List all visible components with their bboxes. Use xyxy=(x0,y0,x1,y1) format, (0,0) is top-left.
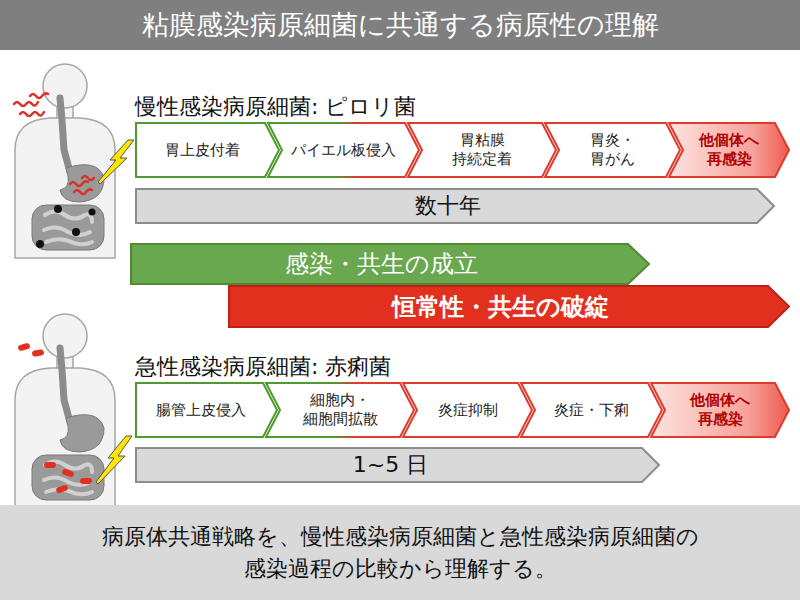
chevron-path xyxy=(136,189,774,223)
timeline-arrow: 感染・共生の成立 xyxy=(130,243,650,285)
process-chevron: 他個体へ 再感染 xyxy=(668,122,790,178)
step-text: パイエル板侵入 xyxy=(291,141,396,160)
caption-text: 病原体共通戦略を、慢性感染病原細菌と急性感染病原細菌の 感染過程の比較から理解す… xyxy=(20,521,780,585)
process-chevron: 細胞内・ 細胞間拡散 xyxy=(265,382,415,438)
step-text: 炎症抑制 xyxy=(438,401,498,420)
chronic-figure xyxy=(14,64,134,258)
step-text: 胃上皮付着 xyxy=(165,141,240,160)
process-chevron: パイエル板侵入 xyxy=(267,122,420,178)
chevron-path xyxy=(403,383,532,437)
process-chevron: 腸管上皮侵入 xyxy=(135,382,278,438)
chevron-path xyxy=(521,383,662,437)
timeline-arrow: 恒常性・共生の破綻 xyxy=(228,285,790,328)
step-text: 数十年 xyxy=(415,192,481,220)
timeline-arrow: 数十年 xyxy=(135,188,775,224)
step-text: 腸管上皮侵入 xyxy=(156,401,246,420)
chevron-path xyxy=(408,123,556,177)
title-text: 粘膜感染病原細菌に共通する病原性の理解 xyxy=(142,7,659,43)
process-chevron: 炎症・下痢 xyxy=(520,382,663,438)
chevron-path xyxy=(131,244,649,284)
section-heading: 急性感染病原細菌: 赤痢菌 xyxy=(135,352,391,382)
step-text: 胃粘膜 持続定着 xyxy=(447,131,517,169)
timeline-arrow: 1~5 日 xyxy=(135,447,660,483)
step-text: 1~5 日 xyxy=(353,451,428,479)
step-text: 他個体へ 再感染 xyxy=(696,131,762,169)
chevron-path xyxy=(651,383,789,437)
section-heading: 慢性感染病原細菌: ピロリ菌 xyxy=(135,92,416,122)
chevron-path xyxy=(268,123,419,177)
step-text: 感染・共生の成立 xyxy=(285,249,478,279)
chevron-path xyxy=(136,383,277,437)
step-text: 炎症・下痢 xyxy=(554,401,629,420)
acute-figure xyxy=(15,314,132,508)
chevron-path xyxy=(136,123,279,177)
title-bar: 粘膜感染病原細菌に共通する病原性の理解 xyxy=(0,0,800,50)
chevron-path xyxy=(545,123,680,177)
chevron-path xyxy=(669,123,789,177)
chevron-path xyxy=(229,286,789,327)
step-text: 胃炎・ 胃がん xyxy=(582,131,644,169)
process-chevron: 胃炎・ 胃がん xyxy=(544,122,681,178)
step-text: 他個体へ 再感染 xyxy=(687,391,753,429)
process-chevron: 炎症抑制 xyxy=(402,382,533,438)
caption-bar: 病原体共通戦略を、慢性感染病原細菌と急性感染病原細菌の 感染過程の比較から理解す… xyxy=(0,505,800,600)
process-chevron: 他個体へ 再感染 xyxy=(650,382,790,438)
chevron-path xyxy=(136,448,659,482)
process-chevron: 胃上皮付着 xyxy=(135,122,280,178)
process-chevron: 胃粘膜 持続定着 xyxy=(407,122,557,178)
step-text: 細胞内・ 細胞間拡散 xyxy=(300,391,380,429)
step-text: 恒常性・共生の破綻 xyxy=(392,292,609,322)
chevron-path xyxy=(266,383,414,437)
